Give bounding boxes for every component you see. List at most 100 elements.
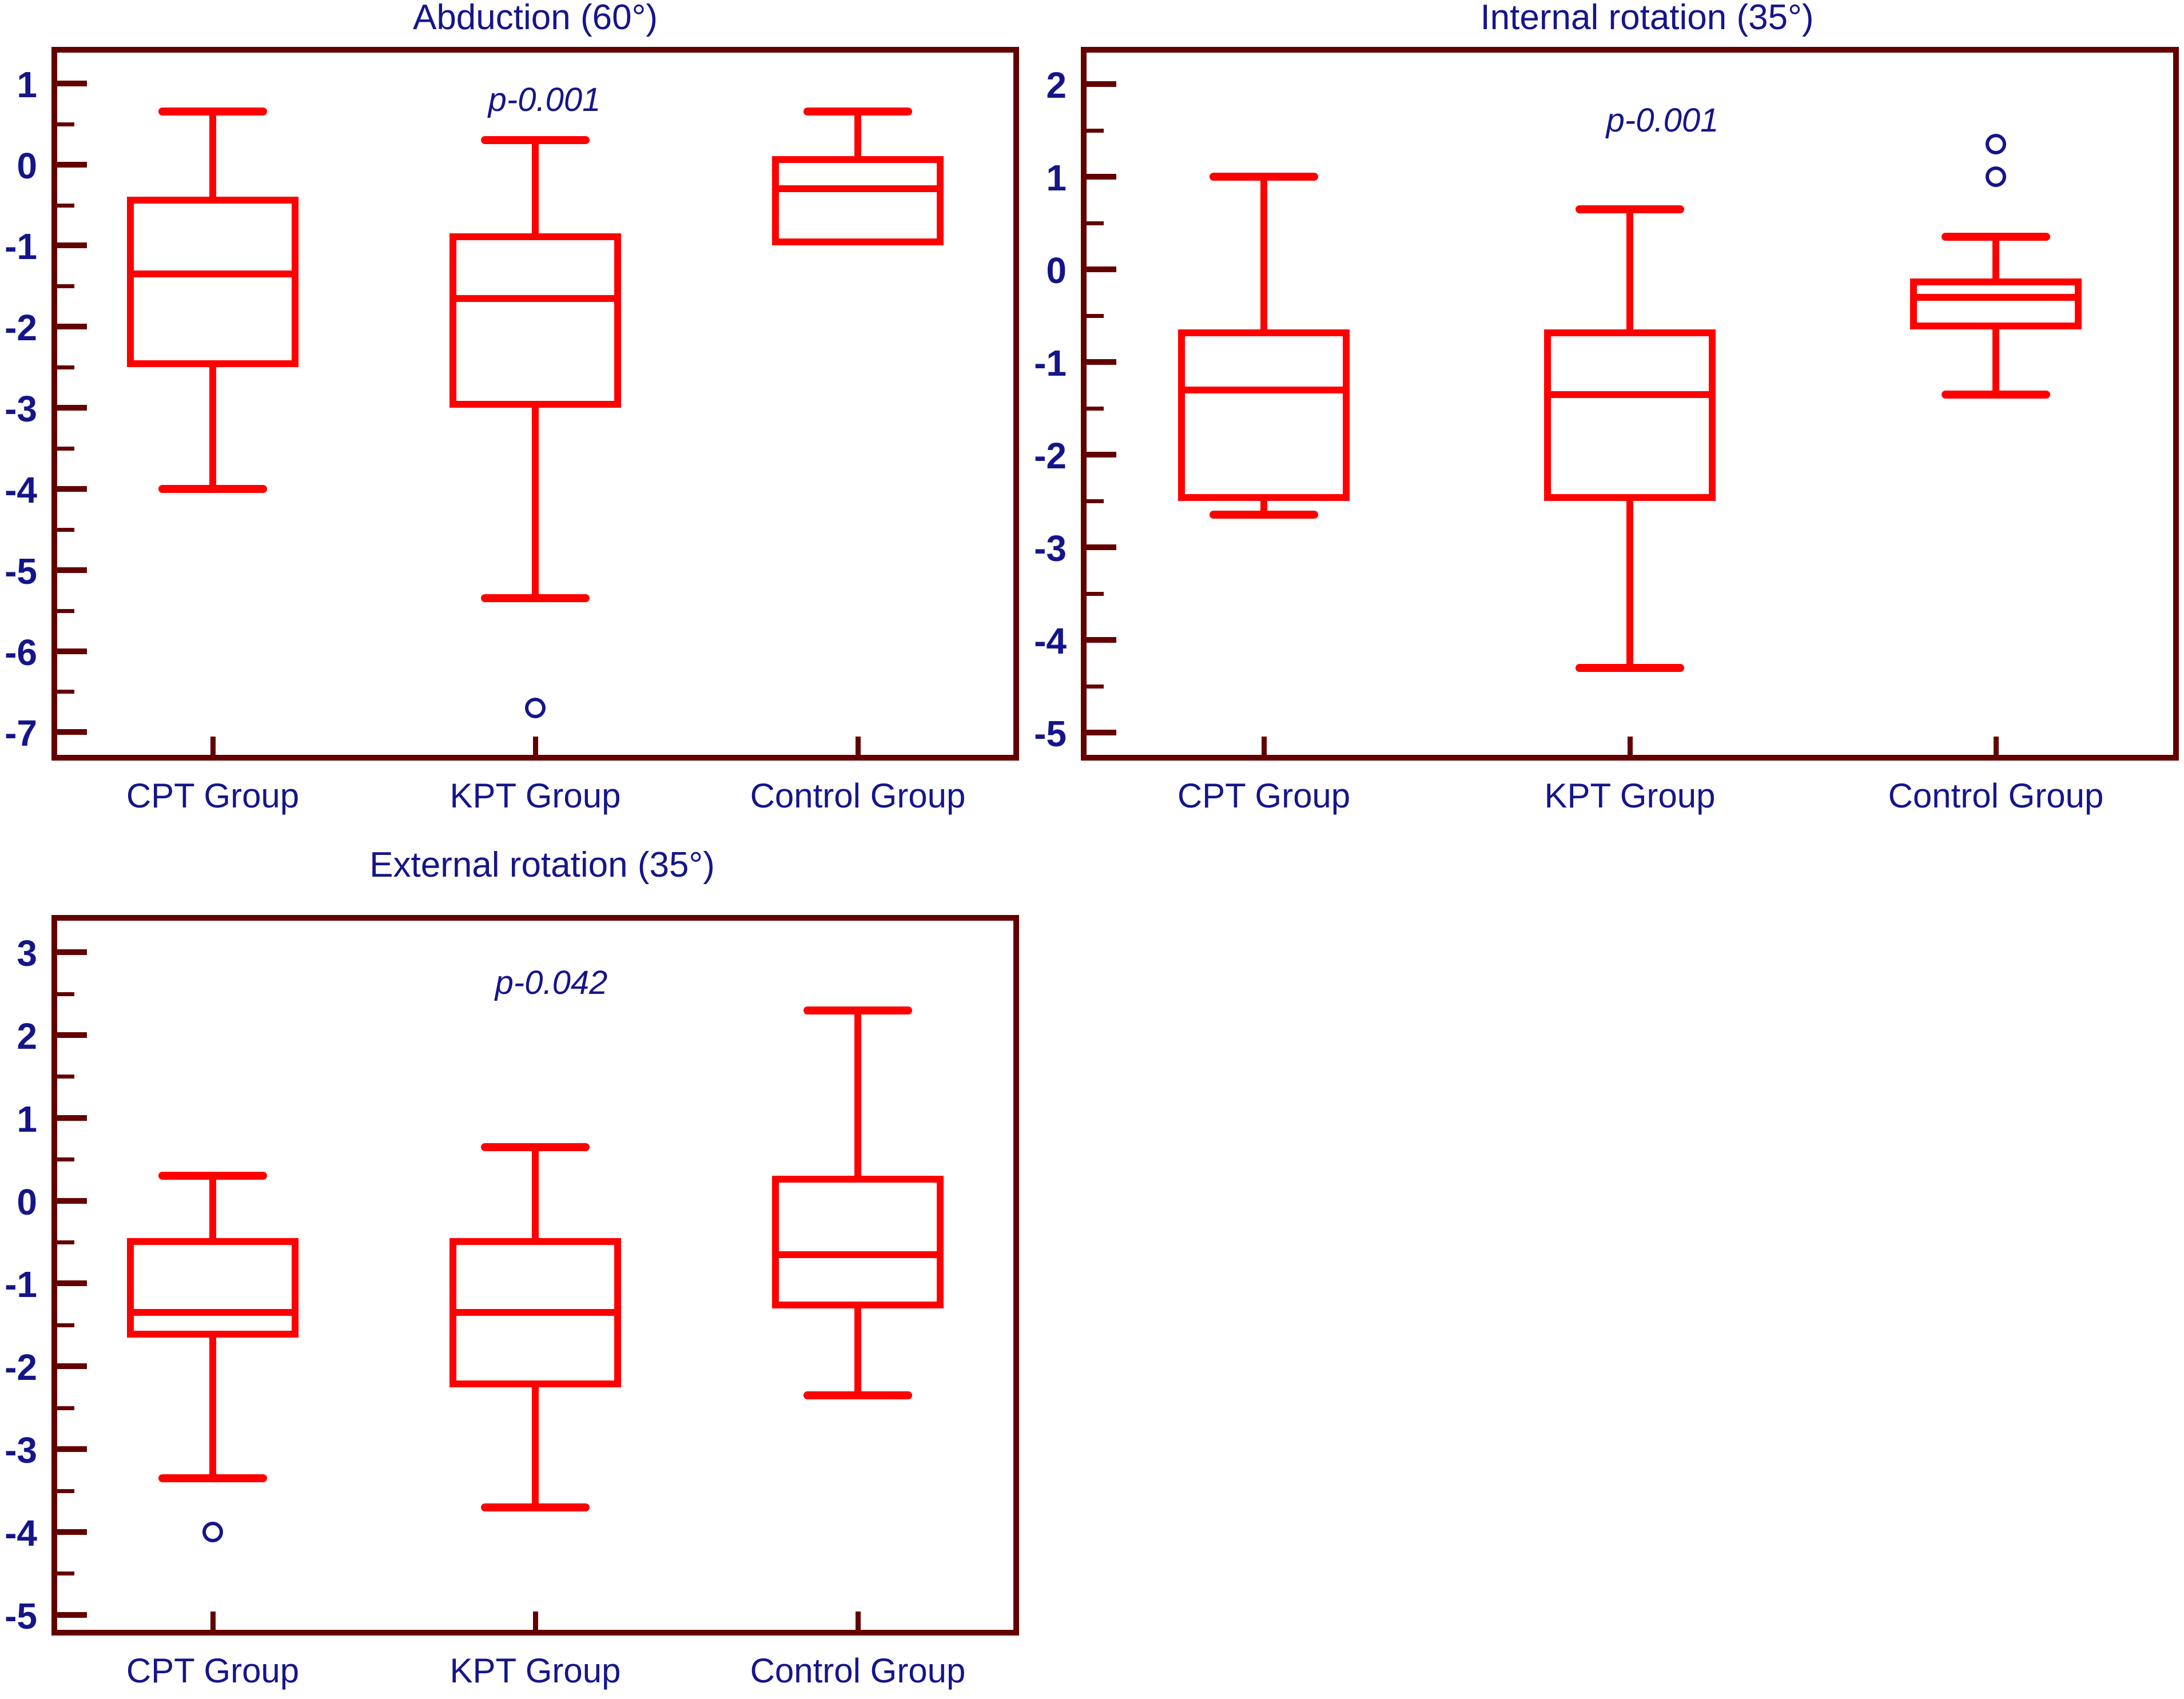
y-axis-major-tick [57, 648, 87, 654]
y-axis-major-tick [57, 1115, 87, 1121]
lower-whisker-cap [481, 1503, 590, 1511]
plot-area [51, 47, 1019, 761]
p-value-label: p-0.042 [495, 964, 608, 1001]
plot-area [51, 915, 1019, 1636]
y-axis-major-tick [57, 1529, 87, 1535]
median-line [772, 1251, 944, 1258]
y-axis-tick-label: 3 [17, 933, 37, 974]
y-axis-minor-tick [57, 204, 74, 208]
y-axis-tick-label: -2 [1034, 435, 1067, 476]
lower-whisker-line [1626, 501, 1633, 668]
iqr-box [449, 233, 621, 408]
upper-whisker-cap [481, 1143, 590, 1151]
y-axis-major-tick [1087, 637, 1116, 643]
y-axis-minor-tick [57, 1075, 74, 1079]
y-axis-major-tick [57, 405, 87, 411]
x-axis-tick [210, 737, 216, 755]
iqr-box [1910, 278, 2082, 329]
y-axis-major-tick [57, 81, 87, 86]
outlier-circle [1986, 166, 2006, 187]
lower-whisker-line [209, 367, 216, 489]
y-axis-minor-tick [57, 992, 74, 996]
y-axis-major-tick [57, 1032, 87, 1038]
y-axis-major-tick [57, 242, 87, 248]
p-value-label: p-0.001 [488, 81, 601, 118]
x-axis-tick [1628, 737, 1633, 755]
upper-whisker-line [854, 112, 861, 156]
upper-whisker-line [1260, 177, 1267, 329]
iqr-box [772, 1176, 944, 1308]
y-axis-major-tick [1087, 359, 1116, 365]
x-axis-tick [533, 737, 538, 755]
upper-whisker-cap [158, 1172, 267, 1180]
y-axis-major-tick [57, 949, 87, 955]
y-axis-minor-tick [57, 1240, 74, 1244]
x-axis-tick [1994, 737, 1999, 755]
lower-whisker-line [532, 1387, 539, 1507]
y-axis-tick-label: -5 [5, 551, 37, 592]
outlier-circle [525, 698, 546, 718]
x-axis-group-label: CPT Group [126, 777, 300, 815]
y-axis-minor-tick [57, 122, 74, 126]
y-axis-minor-tick [57, 1489, 74, 1493]
upper-whisker-line [1626, 209, 1633, 330]
iqr-box [772, 156, 944, 245]
x-axis-tick [210, 1612, 216, 1630]
y-axis-tick-label: 0 [1046, 250, 1067, 291]
lower-whisker-cap [1942, 391, 2050, 399]
y-axis-major-tick [57, 1198, 87, 1204]
y-axis-minor-tick [57, 1406, 74, 1410]
median-line [127, 270, 299, 277]
y-axis-tick-label: -2 [5, 307, 37, 348]
y-axis-tick-label: -2 [5, 1347, 37, 1388]
upper-whisker-cap [1942, 233, 2050, 241]
y-axis-tick-label: -1 [5, 1264, 37, 1305]
y-axis-tick-label: -3 [5, 388, 37, 429]
y-axis-minor-tick [1087, 592, 1104, 596]
y-axis-tick-label: 0 [17, 145, 37, 186]
chart-title: Internal rotation (35°) [1480, 0, 1814, 37]
y-axis-tick-label: -1 [1034, 343, 1067, 384]
x-axis-tick [856, 737, 861, 755]
y-axis-tick-label: -3 [1034, 528, 1067, 569]
upper-whisker-line [532, 140, 539, 233]
x-axis-group-label: KPT Group [449, 777, 621, 815]
x-axis-group-label: KPT Group [449, 1652, 621, 1690]
y-axis-tick-label: -7 [5, 713, 37, 754]
y-axis-tick-label: 1 [17, 64, 37, 105]
y-axis-minor-tick [1087, 499, 1104, 503]
y-axis-minor-tick [57, 284, 74, 288]
upper-whisker-line [209, 1176, 216, 1238]
y-axis-tick-label: -4 [5, 1513, 37, 1554]
y-axis-major-tick [57, 567, 87, 573]
y-axis-tick-label: 2 [17, 1016, 37, 1057]
y-axis-minor-tick [57, 609, 74, 613]
y-axis-minor-tick [1087, 407, 1104, 411]
upper-whisker-line [1992, 237, 1999, 278]
x-axis-group-label: KPT Group [1544, 777, 1716, 815]
upper-whisker-cap [1576, 205, 1684, 213]
x-axis-tick [856, 1612, 861, 1630]
y-axis-minor-tick [1087, 685, 1104, 689]
median-line [772, 185, 944, 192]
y-axis-tick-label: -5 [5, 1595, 37, 1637]
y-axis-minor-tick [1087, 221, 1104, 225]
y-axis-minor-tick [57, 447, 74, 451]
y-axis-major-tick [57, 486, 87, 492]
lower-whisker-cap [803, 1391, 912, 1399]
upper-whisker-cap [803, 1006, 912, 1014]
y-axis-major-tick [57, 729, 87, 735]
outlier-circle [1986, 134, 2006, 154]
median-line [1544, 391, 1716, 398]
y-axis-minor-tick [1087, 314, 1104, 318]
upper-whisker-line [854, 1010, 861, 1176]
lower-whisker-line [532, 408, 539, 598]
y-axis-major-tick [1087, 730, 1116, 735]
upper-whisker-line [209, 112, 216, 197]
lower-whisker-cap [1576, 664, 1684, 672]
p-value-label: p-0.001 [1606, 102, 1719, 139]
x-axis-tick [1262, 737, 1267, 755]
x-axis-group-label: CPT Group [126, 1652, 300, 1690]
y-axis-major-tick [57, 162, 87, 168]
